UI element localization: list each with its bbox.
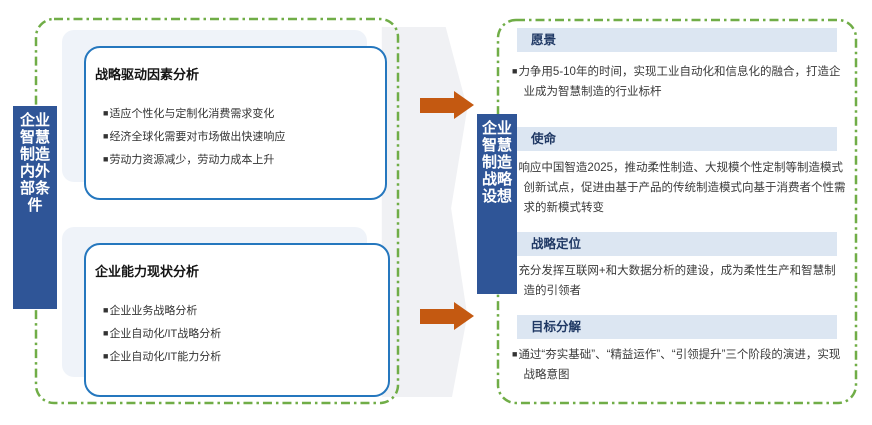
section-header-positioning: 战略定位	[517, 232, 837, 256]
section-title: 目标分解	[531, 320, 582, 334]
center-side-label: 企业智慧制造战略设想	[477, 114, 517, 294]
section-body-goal-breakdown: ■通过“夯实基础”、“精益运作”、“引领提升”三个阶段的演进，实现战略意图	[512, 344, 846, 385]
left-side-label: 企业智慧制造内外部条件	[13, 106, 57, 309]
bullet-square-icon: ■	[103, 305, 109, 315]
bullet-square-icon: ■	[512, 66, 518, 76]
bullet-item: ■企业自动化/IT能力分析	[103, 350, 388, 364]
section-text: 通过“夯实基础”、“精益运作”、“引领提升”三个阶段的演进，实现战略意图	[518, 349, 841, 381]
bullet-square-icon: ■	[103, 328, 109, 338]
capability-analysis-bullets: ■企业业务战略分析 ■企业自动化/IT战略分析 ■企业自动化/IT能力分析	[86, 304, 388, 364]
bullet-item: ■企业业务战略分析	[103, 304, 388, 318]
bullet-text: 企业自动化/IT战略分析	[109, 328, 222, 340]
section-body-vision: ■力争用5-10年的时间，实现工业自动化和信息化的融合，打造企业成为智慧制造的行…	[512, 61, 846, 102]
section-header-goal-breakdown: 目标分解	[517, 315, 837, 339]
bullet-text: 企业自动化/IT能力分析	[109, 351, 222, 363]
background-chevron-shape	[381, 27, 468, 397]
bullet-item: ■经济全球化需要对市场做出快速响应	[103, 130, 385, 144]
capability-analysis-title: 企业能力现状分析	[95, 264, 200, 279]
section-title: 战略定位	[531, 237, 582, 251]
flow-arrow-bottom-body	[420, 309, 454, 324]
left-side-label-text: 企业智慧制造内外部条件	[19, 112, 50, 215]
bullet-text: 经济全球化需要对市场做出快速响应	[109, 131, 286, 143]
bullet-text: 企业业务战略分析	[109, 305, 198, 317]
section-body-mission: ■响应中国智造2025，推动柔性制造、大规模个性定制等制造模式创新试点，促进由基…	[512, 157, 846, 218]
section-text: 力争用5-10年的时间，实现工业自动化和信息化的融合，打造企业成为智慧制造的行业…	[518, 66, 841, 98]
strategic-drivers-title: 战略驱动因素分析	[95, 67, 200, 82]
section-title: 使命	[531, 132, 557, 146]
bullet-square-icon: ■	[512, 349, 518, 359]
bullet-item: ■适应个性化与定制化消费需求变化	[103, 107, 385, 121]
flow-arrow-bottom-head-icon	[454, 302, 474, 330]
capability-analysis-box: 企业能力现状分析 ■企业业务战略分析 ■企业自动化/IT战略分析 ■企业自动化/…	[84, 243, 390, 397]
bullet-item: ■劳动力资源减少，劳动力成本上升	[103, 153, 385, 167]
section-header-vision: 愿景	[517, 28, 837, 52]
bullet-square-icon: ■	[103, 351, 109, 361]
flow-arrow-top-body	[420, 98, 454, 113]
bullet-square-icon: ■	[103, 154, 109, 164]
section-text: 充分发挥互联网+和大数据分析的建设，成为柔性生产和智慧制造的引领者	[518, 265, 836, 297]
bullet-text: 劳动力资源减少，劳动力成本上升	[109, 154, 275, 166]
section-title: 愿景	[531, 33, 557, 47]
bullet-square-icon: ■	[103, 108, 109, 118]
bullet-item: ■企业自动化/IT战略分析	[103, 327, 388, 341]
section-text: 响应中国智造2025，推动柔性制造、大规模个性定制等制造模式创新试点，促进由基于…	[518, 162, 846, 214]
strategic-drivers-bullets: ■适应个性化与定制化消费需求变化 ■经济全球化需要对市场做出快速响应 ■劳动力资…	[86, 107, 385, 167]
flow-arrow-top-head-icon	[454, 91, 474, 119]
bullet-square-icon: ■	[103, 131, 109, 141]
section-body-positioning: ■充分发挥互联网+和大数据分析的建设，成为柔性生产和智慧制造的引领者	[512, 260, 846, 301]
strategic-drivers-box: 战略驱动因素分析 ■适应个性化与定制化消费需求变化 ■经济全球化需要对市场做出快…	[84, 46, 387, 200]
bullet-text: 适应个性化与定制化消费需求变化	[109, 108, 275, 120]
section-header-mission: 使命	[517, 127, 837, 151]
center-side-label-text: 企业智慧制造战略设想	[481, 120, 512, 206]
